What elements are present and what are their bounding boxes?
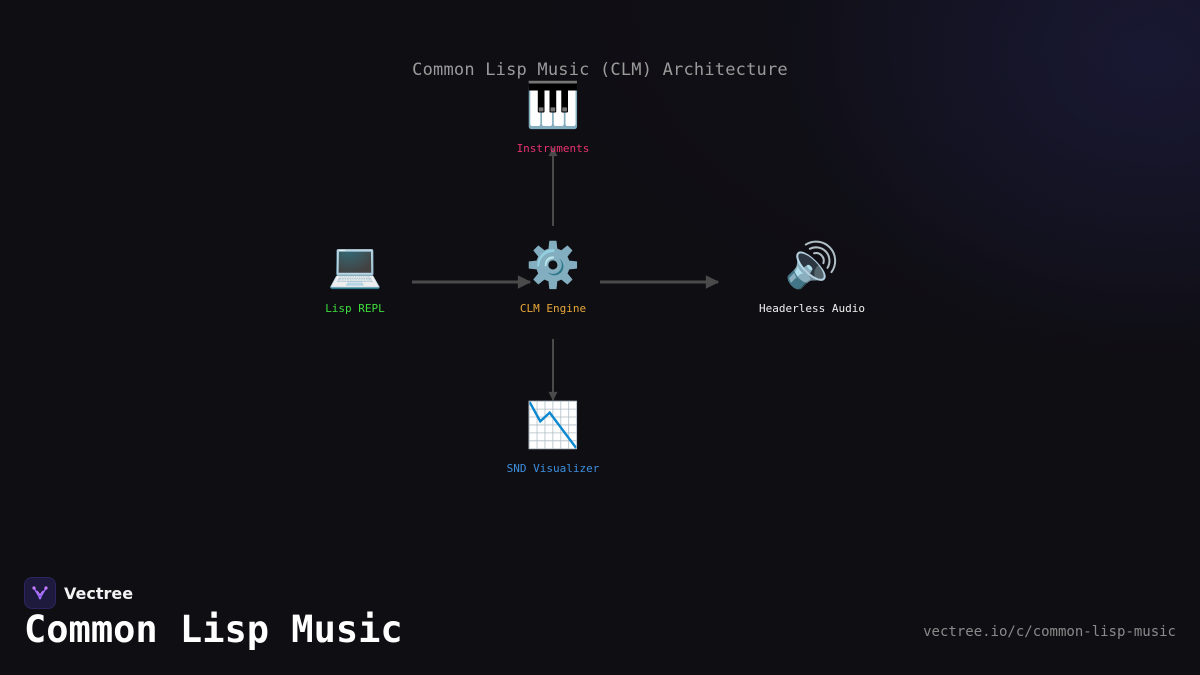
- node-audio: 🔊 Headerless Audio: [742, 240, 882, 315]
- node-visualizer: 📉 SND Visualizer: [483, 400, 623, 475]
- laptop-icon: 💻: [327, 240, 383, 291]
- brand: Vectree: [24, 577, 133, 609]
- speaker-icon: 🔊: [784, 240, 840, 291]
- page-url: vectree.io/c/common-lisp-music: [923, 624, 1176, 640]
- node-label: CLM Engine: [519, 302, 587, 315]
- chart-down-icon: 📉: [525, 400, 581, 451]
- node-instruments: 🎹 Instruments: [483, 80, 623, 155]
- node-label: Headerless Audio: [759, 302, 865, 315]
- node-engine: ⚙️ CLM Engine: [483, 240, 623, 315]
- gear-icon: ⚙️: [525, 240, 581, 291]
- vectree-logo-icon: [24, 577, 56, 609]
- node-label: Instruments: [516, 142, 590, 155]
- page-title: Common Lisp Music: [24, 608, 403, 651]
- node-label: Lisp REPL: [325, 302, 385, 315]
- brand-name: Vectree: [64, 583, 134, 603]
- piano-icon: 🎹: [525, 80, 581, 131]
- node-repl: 💻 Lisp REPL: [285, 240, 425, 315]
- node-label: SND Visualizer: [506, 462, 600, 475]
- diagram-title: Common Lisp Music (CLM) Architecture: [412, 60, 788, 80]
